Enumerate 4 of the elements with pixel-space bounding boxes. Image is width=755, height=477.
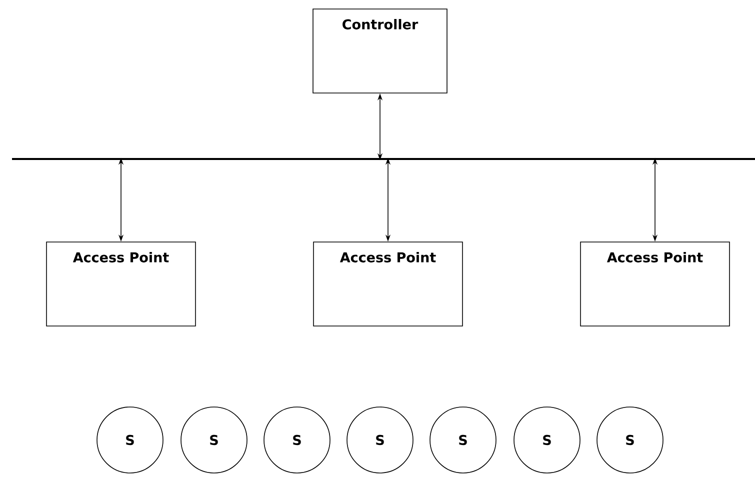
access-point-box: Access Point [580, 242, 730, 326]
access-point-box: Access Point [313, 242, 463, 326]
access-point-box: Access Point [46, 242, 196, 326]
controller-box: Controller [312, 8, 448, 94]
